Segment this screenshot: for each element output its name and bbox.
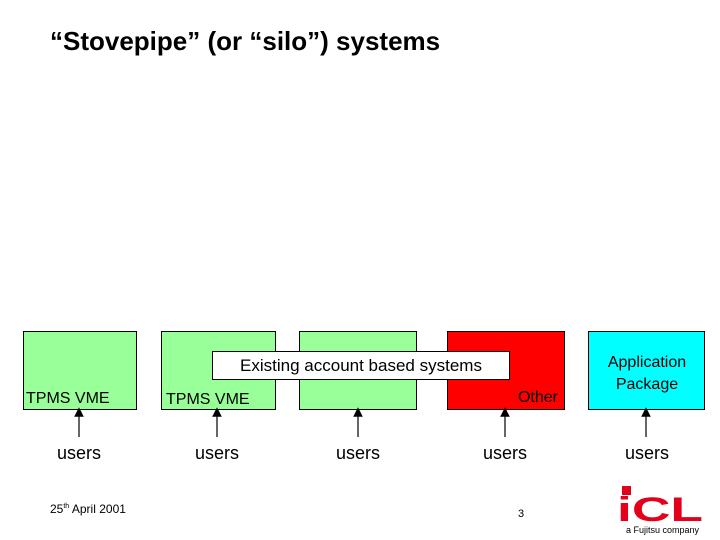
users-label-5: users: [625, 443, 670, 463]
icl-logo: iCL a Fujitsu company: [617, 486, 703, 535]
system-box-application-package: Application Package: [588, 331, 705, 410]
users-label-2: users: [195, 443, 240, 463]
date-suffix: th: [63, 503, 70, 510]
system-box-label: TPMS VME: [166, 391, 250, 408]
users-label-1: users: [57, 443, 102, 463]
date-day: 25: [50, 502, 64, 516]
system-box-tpms-vme-1: TPMS VME: [23, 331, 137, 410]
footer-date: 25th April 2001: [50, 502, 126, 516]
existing-systems-callout: Existing account based systems: [212, 351, 510, 380]
logo-tagline: a Fujitsu company: [626, 525, 700, 535]
system-box-label: Other: [517, 389, 558, 406]
system-box-label: TPMS VME: [26, 390, 110, 407]
logo-wordmark: iCL: [617, 491, 703, 529]
logo-dot: [622, 486, 631, 495]
slide-title: “Stovepipe” (or “silo”) systems: [50, 26, 441, 56]
date-rest: April 2001: [69, 502, 126, 516]
users-label-3: users: [336, 443, 381, 463]
users-label-4: users: [483, 443, 528, 463]
page-number: 3: [518, 508, 525, 520]
system-box-label: Application Package: [607, 354, 687, 393]
